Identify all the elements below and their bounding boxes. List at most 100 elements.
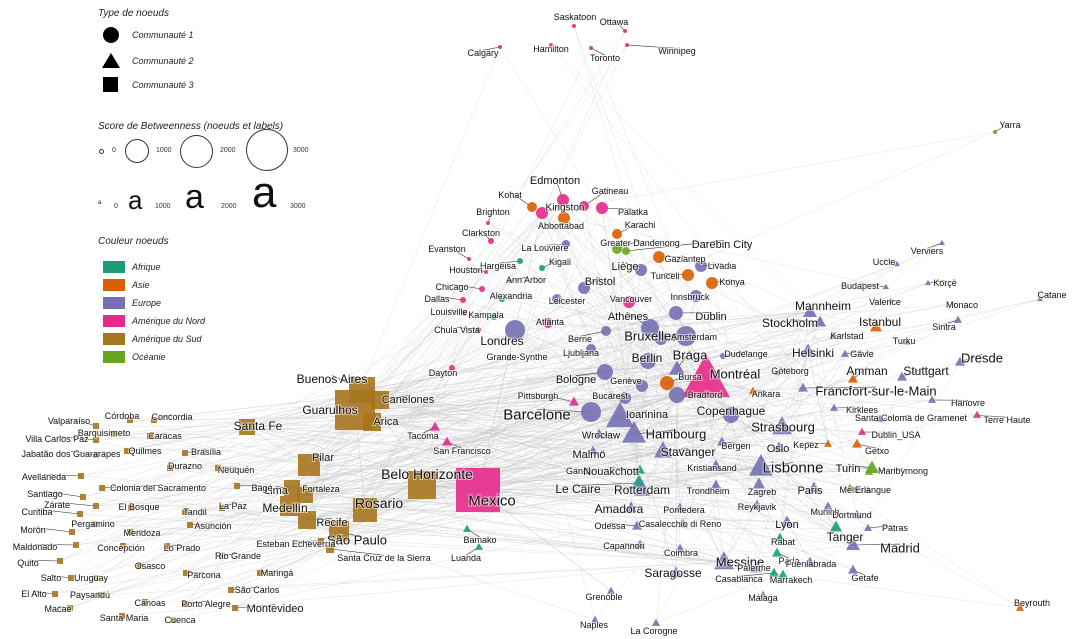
node-c-rdoba (127, 417, 133, 423)
label-leader-line (184, 601, 207, 605)
node-label: Curitiba (21, 507, 52, 517)
node-label: Quito (17, 558, 39, 568)
node-label: Uruguay (74, 573, 109, 583)
label-size-tick-0: 0 (114, 203, 118, 210)
node-label: Hanovre (951, 398, 985, 408)
node-gen-ve (636, 380, 648, 392)
node-label: Quilmes (128, 446, 162, 456)
node-valpara-so (93, 423, 99, 429)
node-label: Arica (373, 416, 399, 428)
node-ljubljana (586, 344, 596, 354)
node-santa-maria (119, 613, 125, 619)
node-budapest (883, 283, 889, 290)
label-leader-line (833, 407, 863, 409)
node-tandil (182, 509, 188, 515)
node-label: Durazno (168, 461, 202, 471)
node-label: Mendoza (123, 528, 160, 538)
label-leader-line (1039, 292, 1053, 300)
node-label: Guarulhos (302, 403, 357, 417)
label-leader-line (959, 353, 983, 363)
node-label: Liège (612, 261, 639, 273)
node-rotterdam (634, 481, 650, 496)
node-berlin (640, 353, 656, 369)
node-label: Porto Alegre (181, 599, 231, 609)
node-label: La Corogne (630, 626, 677, 636)
node-label: Hambourg (646, 427, 707, 442)
node-esteban-echeverr-a (318, 538, 324, 544)
label-leader-line (487, 209, 494, 224)
node-label: Asunción (194, 521, 231, 531)
label-leader-line (33, 591, 56, 595)
label-leader-line (34, 544, 77, 546)
node-label: Stuttgart (903, 364, 949, 378)
label-leader-line (36, 509, 81, 515)
node-kristiansand (710, 459, 722, 471)
node-curitiba (77, 511, 83, 517)
legend: Type de noeuds Communauté 1 Communauté 2… (0, 0, 330, 380)
node-konya (706, 277, 718, 289)
label-leader-line (722, 351, 747, 357)
node-dortmund (852, 509, 862, 519)
node-marrakech (778, 569, 788, 579)
label-leader-line (50, 575, 72, 579)
node-label: Turin (836, 463, 861, 475)
node-palerme (750, 561, 762, 573)
node-label: Houston (449, 265, 483, 275)
node-clarkston (488, 238, 494, 244)
node-label: Lyon (775, 519, 798, 531)
node-santa-cruz-de-la-sierra (326, 545, 334, 553)
node-label: Casalecchio di Reno (639, 519, 722, 529)
node-label: Villa Carlos Paz (25, 434, 89, 444)
node-label: Fuenlabrada (786, 559, 837, 569)
node-uccle (894, 260, 900, 267)
node-arica (363, 413, 381, 431)
node-label: Berne (568, 334, 592, 344)
node-label: Santa Cruz de la Sierra (337, 553, 431, 563)
node-maca- (67, 605, 73, 611)
node-malm- (588, 445, 598, 455)
color-legend-label: Océanie (132, 352, 166, 362)
node-label: Colonia del Sacramento (110, 483, 206, 493)
node-monaco (950, 300, 956, 307)
node-parcona (183, 570, 189, 576)
node-kirklees (830, 403, 838, 411)
node-bucarest (619, 392, 631, 404)
node-label: Naples (580, 620, 609, 630)
node-chula-vista (475, 327, 481, 333)
betweenness-tick-0: 0 (112, 147, 116, 154)
node-label: Medellín (262, 501, 307, 515)
node-label: Hargeisa (480, 261, 516, 271)
node-karlstad (829, 331, 837, 339)
node-lyon (781, 515, 793, 527)
node-lima (284, 480, 300, 496)
node-label: Málaga (748, 593, 778, 603)
node-label: Wrocław (582, 431, 621, 442)
node-label: Ottawa (600, 17, 629, 27)
node-label: Bradford (688, 390, 723, 400)
node-label: Genève (610, 376, 642, 386)
label-leader-line (1019, 600, 1033, 609)
node-stuttgart (897, 371, 907, 381)
node-pontedera (675, 502, 685, 512)
label-leader-line (577, 482, 640, 486)
node-casablanca (769, 567, 779, 577)
node-livadia (695, 260, 707, 272)
node-label: Canoas (134, 598, 166, 608)
color-legend-label: Europe (132, 298, 162, 308)
node-el-alto (52, 591, 58, 597)
betweenness-tick-1000: 1000 (156, 147, 172, 154)
node-label: Rotterdam (614, 483, 670, 497)
label-leader-line (590, 47, 606, 56)
node-montr-al (682, 354, 730, 398)
node-label: Amman (846, 364, 887, 378)
node-label: Cuenca (164, 615, 195, 625)
label-leader-line (609, 523, 638, 527)
node-label: Louisville (430, 307, 467, 317)
node-label: Macaé (44, 604, 71, 614)
label-leader-line (844, 351, 863, 355)
node-label: Bruxelles (624, 329, 678, 344)
node-wroc-aw (594, 428, 604, 438)
node-ottawa (623, 29, 627, 33)
node-label: Darebin City (692, 239, 753, 251)
